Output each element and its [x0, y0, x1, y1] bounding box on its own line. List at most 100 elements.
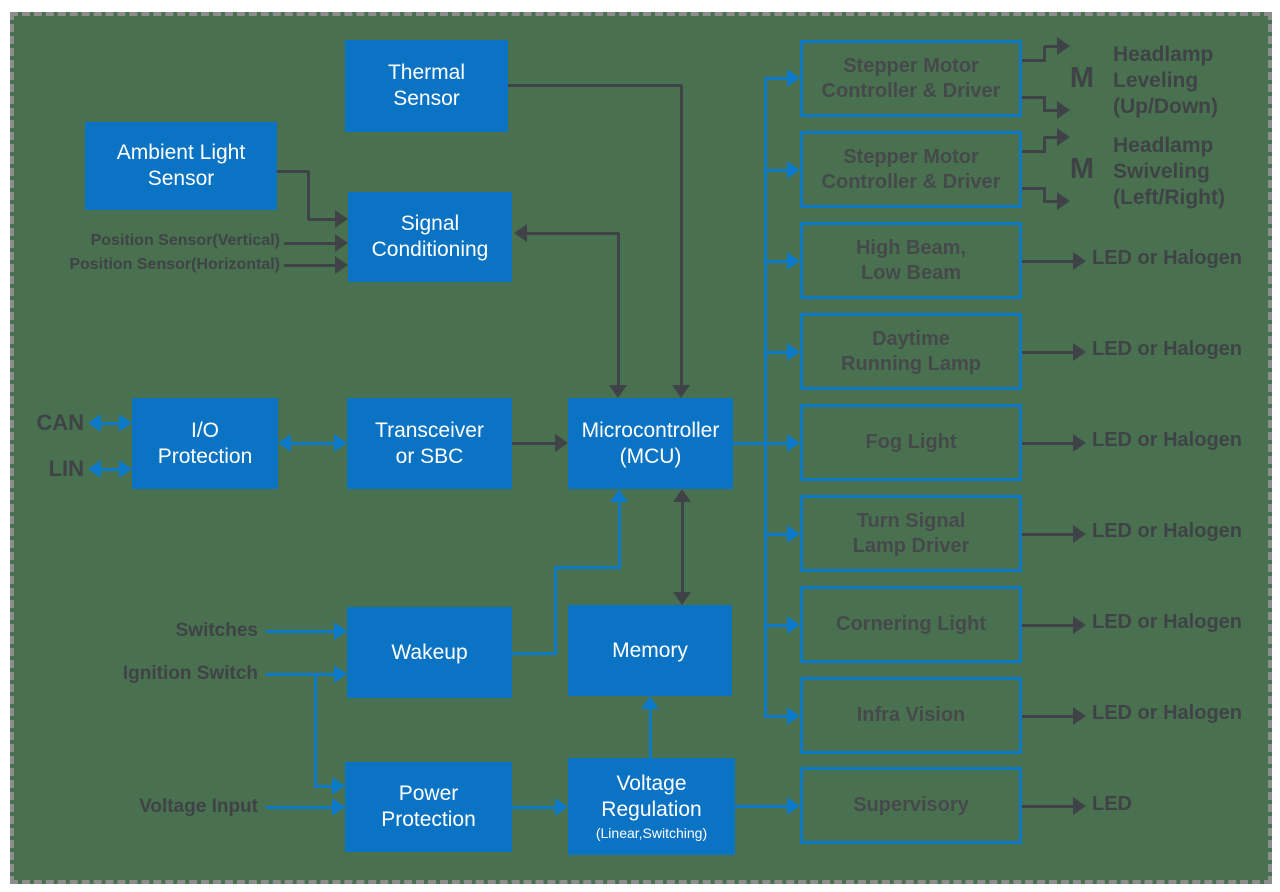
wire-signal-mcu-bidir-arrowhead-0 — [514, 224, 527, 242]
module-daytime-running: Daytime Running Lamp — [800, 313, 1022, 390]
module-cornering-light-label: Cornering Light — [836, 613, 986, 635]
wire-wakeup-to-mcu-seg-3 — [618, 502, 621, 568]
wire-transceiver-to-mcu-arrowhead-0 — [555, 434, 568, 452]
wire-ignition-power-branch-arrowhead-0 — [332, 777, 345, 795]
wire-voltageinput-power-arrowhead-0 — [332, 798, 345, 816]
wire-thermal-to-mcu-seg-0 — [508, 84, 682, 87]
label-headlamp-swiveling: Headlamp Swiveling (Left/Right) — [1113, 134, 1225, 209]
block-ambient-light-sensor: Ambient Light Sensor — [85, 122, 277, 210]
wire-dist-branch-stepper2-seg-0 — [765, 169, 788, 172]
label-can: CAN — [36, 410, 84, 435]
wire-signal-mcu-bidir-seg-0 — [527, 232, 619, 235]
wire-stepper1-fork-lower-seg-1 — [1043, 97, 1046, 112]
module-cornering-light: Cornering Light — [800, 586, 1022, 663]
wire-fog-out-seg-0 — [1022, 442, 1073, 445]
wire-ambient-to-signal-seg-1 — [307, 171, 310, 220]
wire-wakeup-to-mcu-seg-2 — [555, 566, 621, 569]
block-io-protection: I/O Protection — [132, 398, 278, 489]
wire-lin-io-seg-0 — [99, 468, 120, 471]
block-ambient-light-sensor-label: Ambient Light Sensor — [116, 141, 246, 190]
wire-stepper2-fork-upper-seg-2 — [1044, 136, 1057, 139]
wire-dist-branch-stepper2-arrowhead-0 — [787, 161, 800, 179]
wire-dist-branch-highbeam-seg-0 — [765, 260, 788, 263]
wire-power-voltreg-arrowhead-0 — [555, 798, 568, 816]
module-supervisory-label: Supervisory — [853, 794, 969, 816]
wire-mcu-memory-bidir-arrowhead-0 — [673, 489, 691, 502]
label-led-or-halogen-daytime: LED or Halogen — [1092, 338, 1243, 360]
module-fog-light: Fog Light — [800, 404, 1022, 481]
module-fog-light-label: Fog Light — [865, 431, 957, 453]
block-wakeup-label: Wakeup — [391, 640, 468, 664]
wire-stepper1-fork-upper-seg-1 — [1043, 46, 1046, 61]
wire-stepper1-fork-upper-seg-2 — [1044, 45, 1057, 48]
block-voltage-regulation: Voltage Regulation (Linear,Switching) — [568, 758, 735, 855]
wire-voltageinput-power-seg-0 — [266, 806, 333, 809]
module-turn-signal: Turn Signal Lamp Driver — [800, 495, 1022, 572]
wire-position-vertical-seg-0 — [284, 242, 335, 245]
wire-io-transceiver-seg-0 — [290, 442, 336, 445]
wire-thermal-to-mcu-seg-1 — [680, 85, 683, 386]
wire-mcu-dist-trunk-seg-1 — [764, 78, 767, 717]
label-switches: Switches — [175, 620, 258, 641]
wire-ignition-wakeup-arrowhead-0 — [334, 665, 347, 683]
wire-ignition-wakeup-seg-0 — [266, 673, 335, 676]
wire-voltreg-memory-arrowhead-0 — [641, 696, 659, 709]
wire-position-vertical-arrowhead-0 — [335, 234, 348, 252]
wire-dist-branch-highbeam-arrowhead-0 — [787, 252, 800, 270]
wire-ambient-to-signal-arrowhead-0 — [335, 210, 348, 228]
wire-stepper2-fork-lower-arrowhead-0 — [1057, 192, 1070, 210]
block-signal-conditioning-label: Signal Conditioning — [371, 212, 489, 261]
module-high-low-beam: High Beam, Low Beam — [800, 222, 1022, 299]
wire-stepper1-fork-lower-seg-0 — [1022, 96, 1046, 99]
wire-wakeup-to-mcu-seg-1 — [554, 567, 557, 655]
wire-thermal-to-mcu-arrowhead-0 — [672, 385, 690, 398]
wire-fog-out-arrowhead-0 — [1073, 434, 1086, 452]
label-led-or-halogen-cornering: LED or Halogen — [1092, 611, 1243, 633]
module-turn-signal-label: Turn Signal Lamp Driver — [852, 509, 970, 557]
block-voltage-regulation-label: Voltage Regulation — [601, 772, 702, 821]
wire-position-horizontal-arrowhead-0 — [335, 256, 348, 274]
label-lin: LIN — [48, 456, 84, 481]
module-high-low-beam-label: High Beam, Low Beam — [855, 236, 967, 284]
wire-signal-mcu-bidir-seg-1 — [617, 233, 620, 386]
wire-ignition-power-branch-seg-0 — [314, 674, 317, 787]
block-wakeup: Wakeup — [347, 607, 512, 698]
wire-dist-branch-turnsignal-seg-0 — [765, 533, 788, 536]
wire-voltreg-supervisory-arrowhead-0 — [787, 797, 800, 815]
motor-symbol-swiveling: M — [1069, 153, 1095, 185]
wire-supervisory-out-arrowhead-0 — [1073, 797, 1086, 815]
label-led-or-halogen-infra: LED or Halogen — [1092, 702, 1243, 724]
wire-dist-branch-cornering-seg-0 — [765, 624, 788, 627]
label-led-supervisory: LED — [1092, 793, 1132, 815]
block-thermal-sensor: Thermal Sensor — [345, 40, 508, 132]
wire-can-io-arrowhead-0 — [88, 414, 101, 432]
wire-cornering-out-seg-0 — [1022, 624, 1073, 627]
wire-dist-branch-infra-seg-0 — [765, 715, 788, 718]
wire-ambient-to-signal-seg-0 — [277, 170, 309, 173]
label-voltage-input: Voltage Input — [139, 796, 258, 817]
wire-mcu-dist-trunk-seg-0 — [733, 442, 766, 445]
label-led-or-halogen-turnsignal: LED or Halogen — [1092, 520, 1243, 542]
wire-infra-out-arrowhead-0 — [1073, 707, 1086, 725]
wire-dist-branch-infra-arrowhead-0 — [787, 707, 800, 725]
wire-highbeam-out-arrowhead-0 — [1073, 252, 1086, 270]
wire-dist-branch-turnsignal-arrowhead-0 — [787, 525, 800, 543]
wire-position-horizontal-seg-0 — [284, 264, 335, 267]
module-supervisory: Supervisory — [800, 767, 1022, 844]
wire-voltreg-supervisory-seg-0 — [735, 805, 788, 808]
motor-symbol-leveling: M — [1069, 62, 1095, 94]
label-led-or-halogen-fog: LED or Halogen — [1092, 429, 1243, 451]
wire-lin-io-arrowhead-1 — [119, 460, 132, 478]
wire-io-transceiver-arrowhead-0 — [278, 434, 291, 452]
wire-switches-wakeup-seg-0 — [266, 630, 335, 633]
module-stepper-motor-1-label: Stepper Motor Controller & Driver — [821, 54, 1001, 102]
wire-highbeam-out-seg-0 — [1022, 260, 1073, 263]
wire-stepper2-fork-upper-seg-0 — [1022, 150, 1046, 153]
wire-wakeup-to-mcu-arrowhead-0 — [610, 489, 628, 502]
wire-dist-branch-cornering-arrowhead-0 — [787, 616, 800, 634]
wire-stepper1-fork-upper-seg-0 — [1022, 59, 1046, 62]
block-power-protection-label: Power Protection — [381, 782, 476, 831]
wire-stepper2-fork-upper-arrowhead-0 — [1057, 128, 1070, 146]
wire-mcu-memory-bidir-arrowhead-1 — [673, 592, 691, 605]
